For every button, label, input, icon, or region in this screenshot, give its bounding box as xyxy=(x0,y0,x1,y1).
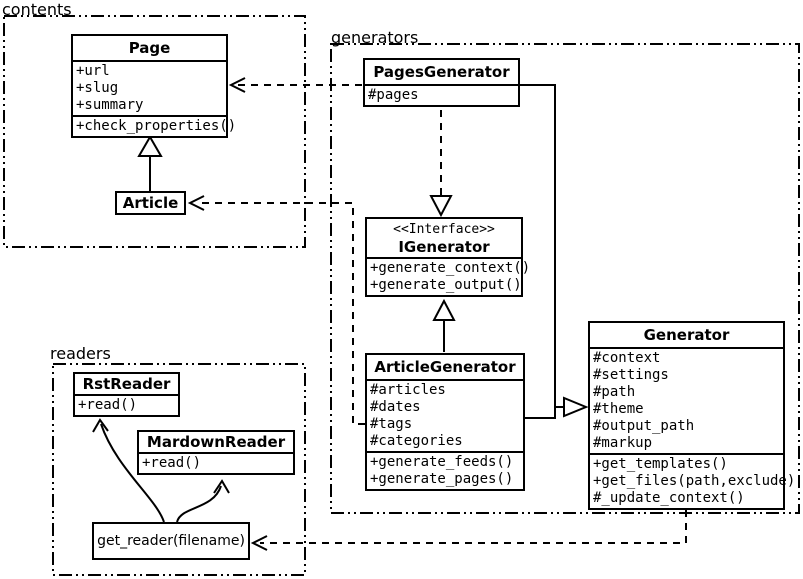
attribute: #tags xyxy=(370,416,413,432)
method: #_update_context() xyxy=(593,490,745,506)
attributes-compartment: #pages xyxy=(365,84,518,105)
class-title: ArticleGenerator xyxy=(374,358,516,376)
function-box-get-reader: get_reader(filename) xyxy=(92,522,250,560)
attribute: +summary xyxy=(76,97,144,113)
method: +generate_context() xyxy=(370,260,531,276)
method: +get_files(path,exclude) xyxy=(593,473,796,489)
class-title: RstReader xyxy=(82,375,171,393)
inheritance-articlegenerator-to-igenerator xyxy=(432,298,456,352)
package-frame-readers xyxy=(52,363,306,576)
class-box-page: Page +url +slug +summary +check_properti… xyxy=(71,34,237,138)
methods-compartment: +read() xyxy=(139,452,293,473)
class-title: Generator xyxy=(643,326,730,344)
attribute: #markup xyxy=(593,435,653,451)
open-arrowhead-icon xyxy=(250,535,268,551)
hollow-triangle-icon xyxy=(137,135,163,157)
open-arrowhead-icon xyxy=(213,479,230,494)
class-box-generator: Generator #context #settings #path #them… xyxy=(588,321,796,510)
arrow-getreader-to-rstreader xyxy=(92,418,165,523)
open-arrowhead-icon xyxy=(92,418,109,433)
open-arrowhead-icon xyxy=(228,77,246,93)
package-label-generators: generators xyxy=(331,28,419,47)
hollow-triangle-icon xyxy=(563,396,589,418)
class-box-mardownreader: MardownReader +read() xyxy=(137,430,295,475)
inheritance-generators-to-generator xyxy=(520,84,589,419)
package-frame-contents xyxy=(3,15,306,248)
attribute: #theme xyxy=(593,401,644,417)
package-label-readers: readers xyxy=(50,344,111,363)
attribute: #dates xyxy=(370,399,421,415)
arrow-getreader-to-mardownreader xyxy=(176,479,230,523)
attribute: #path xyxy=(593,384,636,400)
dependency-articlegenerator-to-article xyxy=(187,195,365,425)
realization-pagesgenerator-to-igenerator xyxy=(429,110,453,218)
open-arrowhead-icon xyxy=(187,195,205,211)
attributes-compartment: #articles #dates #tags #categories xyxy=(367,379,523,451)
class-box-rstreader: RstReader +read() xyxy=(73,372,180,417)
hollow-triangle-icon xyxy=(429,195,453,218)
attributes-compartment: #context #settings #path #theme #output_… xyxy=(590,347,783,453)
attribute: #pages xyxy=(368,87,419,103)
attribute: +url xyxy=(76,63,110,79)
method: +read() xyxy=(78,397,138,413)
attribute: #categories xyxy=(370,433,463,449)
package-frame-generators xyxy=(330,43,800,514)
attribute: +slug xyxy=(76,80,119,96)
interface-stereotype: <<Interface>> xyxy=(393,222,495,237)
package-label-contents: contents xyxy=(2,0,72,19)
class-title: MardownReader xyxy=(146,433,286,451)
attribute: #articles xyxy=(370,382,446,398)
class-box-igenerator: <<Interface>> IGenerator +generate_conte… xyxy=(365,217,531,297)
class-box-pagesgenerator: PagesGenerator #pages xyxy=(363,58,520,107)
class-title: Page xyxy=(128,39,171,57)
class-title: Article xyxy=(122,194,179,212)
method: +generate_pages() xyxy=(370,471,514,487)
dependency-generator-to-getreader xyxy=(250,497,687,551)
method: +generate_feeds() xyxy=(370,454,514,470)
class-title: PagesGenerator xyxy=(373,63,510,81)
methods-compartment: +read() xyxy=(75,394,178,415)
attribute: #context xyxy=(593,350,661,366)
class-box-article: Article xyxy=(115,191,186,215)
attribute: #settings xyxy=(593,367,669,383)
methods-compartment: +generate_feeds() +generate_pages() xyxy=(367,451,523,489)
method: +check_properties() xyxy=(76,118,237,134)
method: +read() xyxy=(142,455,202,471)
inheritance-article-to-page xyxy=(137,135,163,191)
attributes-compartment: +url +slug +summary xyxy=(73,60,226,115)
methods-compartment: +generate_context() +generate_output() xyxy=(367,257,531,295)
method: +generate_output() xyxy=(370,277,522,293)
methods-compartment: +check_properties() xyxy=(73,115,237,136)
class-title: IGenerator xyxy=(398,238,490,256)
methods-compartment: +get_templates() +get_files(path,exclude… xyxy=(590,453,796,508)
class-box-articlegenerator: ArticleGenerator #articles #dates #tags … xyxy=(365,353,525,491)
hollow-triangle-icon xyxy=(432,298,456,321)
method: +get_templates() xyxy=(593,456,728,472)
attribute: #output_path xyxy=(593,418,695,434)
dependency-pagesgenerator-to-page xyxy=(228,77,363,93)
